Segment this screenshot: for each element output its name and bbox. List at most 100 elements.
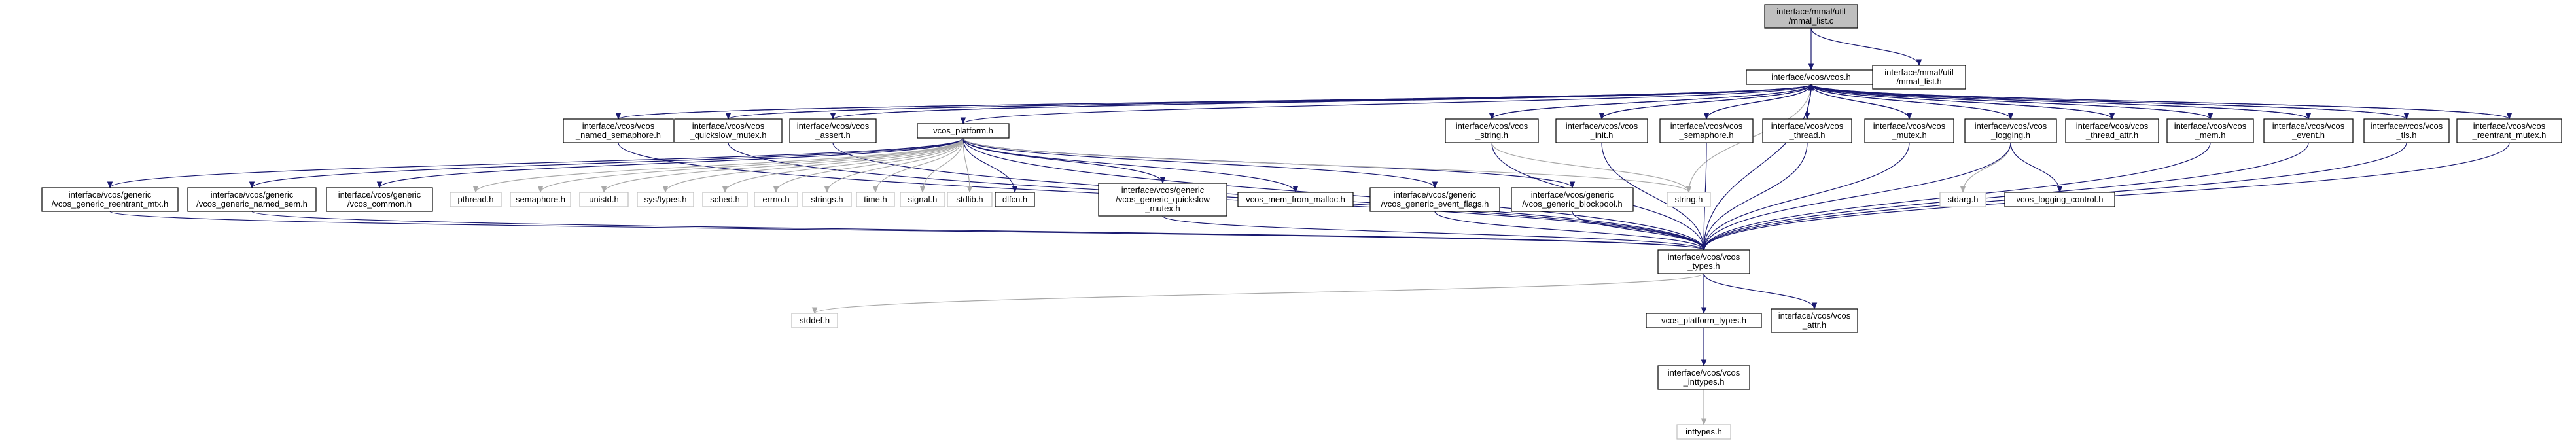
edge-vcos_h-to-types_h: [1701, 84, 1812, 251]
node-label: interface/vcos/vcos: [2174, 121, 2247, 131]
edge-logging_h-to-types_h: [1701, 142, 2011, 251]
node-label: /vcos_generic_reentrant_mtx.h: [52, 199, 168, 209]
node-label: /vcos_generic_blockpool.h: [1522, 199, 1622, 209]
edge-gen_blockpool-to-types_h: [1572, 211, 1707, 251]
node-named-sem[interactable]: interface/vcos/vcos_named_semaphore.h: [563, 118, 674, 143]
edge-platform_h-to-unistd_h: [601, 137, 964, 194]
node-mmal-list-h[interactable]: interface/mmal/util/mmal_list.h: [1872, 65, 1966, 90]
node-gen-named-sem[interactable]: interface/vcos/generic/vcos_generic_name…: [187, 187, 317, 212]
node-box: [2166, 118, 2254, 143]
node-label: signal.h: [908, 194, 938, 204]
node-unistd-h[interactable]: unistd.h: [579, 192, 629, 207]
edge-root-to-mmal_list_h: [1810, 27, 1922, 67]
node-root[interactable]: interface/mmal/util/mmal_list.c: [1764, 4, 1858, 29]
node-semaphore-vcos[interactable]: interface/vcos/vcos_semaphore.h: [1659, 118, 1754, 143]
node-string-h[interactable]: string.h: [1667, 192, 1711, 207]
node-errno-h[interactable]: errno.h: [754, 192, 798, 207]
node-box: [2263, 118, 2354, 143]
node-label: stddef.h: [800, 315, 830, 325]
node-box: [917, 123, 1010, 139]
edge-thread_h-to-types_h: [1701, 142, 1808, 251]
node-stddef-h[interactable]: stddef.h: [791, 313, 838, 328]
edge-platform_h-to-pthread_h: [472, 137, 964, 194]
node-dlfcn-h[interactable]: dlfcn.h: [995, 192, 1035, 207]
node-systypes-h[interactable]: sys/types.h: [637, 192, 694, 207]
node-gen-reentrant[interactable]: interface/vcos/generic/vcos_generic_reen…: [41, 187, 179, 212]
node-attr-h[interactable]: interface/vcos/vcos_attr.h: [1771, 308, 1858, 333]
node-box: [900, 192, 945, 207]
node-time-h[interactable]: time.h: [856, 192, 895, 207]
edge-init_h-to-types_h: [1601, 142, 1707, 251]
node-label: _string.h: [1475, 130, 1508, 140]
node-event-h[interactable]: interface/vcos/vcos_event.h: [2263, 118, 2354, 143]
node-label: interface/mmal/util: [1776, 7, 1846, 16]
node-gen-common[interactable]: interface/vcos/generic/vcos_common.h: [326, 187, 433, 212]
edge-reentrant_mutex-to-vcos_h: [1808, 83, 2510, 120]
node-label: _semaphore.h: [1678, 130, 1733, 140]
node-label: /mmal_list.h: [1896, 77, 1941, 86]
node-label: interface/vcos/vcos: [582, 121, 655, 131]
node-reentrant-mutex[interactable]: interface/vcos/vcos_reentrant_mutex.h: [2456, 118, 2562, 143]
node-mem-h[interactable]: interface/vcos/vcos_mem.h: [2166, 118, 2254, 143]
node-stdarg-h[interactable]: stdarg.h: [1939, 192, 1986, 207]
edge-types_h-to-stddef_h: [812, 273, 1704, 315]
node-label: _mutex.h: [1144, 204, 1180, 213]
edge-assert_h-to-vcos_h: [832, 83, 1814, 120]
node-gen-event-flags[interactable]: interface/vcos/generic/vcos_generic_even…: [1369, 187, 1500, 212]
edge-platform_h-to-gen_event_flags: [962, 137, 1438, 189]
edge-platform_h-to-sched_h: [722, 137, 964, 194]
node-logging-control[interactable]: vcos_logging_control.h: [2004, 192, 2115, 207]
node-label: interface/vcos/vcos: [692, 121, 765, 131]
node-signal-h[interactable]: signal.h: [900, 192, 945, 207]
node-box: [1964, 118, 2057, 143]
node-platform-h[interactable]: vcos_platform.h: [917, 123, 1010, 139]
node-mutex-h[interactable]: interface/vcos/vcos_mutex.h: [1864, 118, 1954, 143]
node-init-h[interactable]: interface/vcos/vcos_init.h: [1555, 118, 1648, 143]
node-label: _assert.h: [815, 130, 850, 140]
node-sched-h[interactable]: sched.h: [702, 192, 748, 207]
node-semaphore-h[interactable]: semaphore.h: [510, 192, 571, 207]
node-label: stdarg.h: [1948, 194, 1979, 204]
node-box: [1864, 118, 1954, 143]
node-inttypes-h[interactable]: inttypes.h: [1676, 424, 1731, 440]
node-box: [2065, 118, 2159, 143]
node-types-h[interactable]: interface/vcos/vcos_types.h: [1657, 249, 1750, 274]
node-label: interface/vcos/generic: [1394, 190, 1477, 200]
node-label: interface/vcos/generic: [338, 190, 421, 200]
node-label: time.h: [864, 194, 887, 204]
node-gen-qs-mutex[interactable]: interface/vcos/generic/vcos_generic_quic…: [1098, 183, 1227, 217]
node-box: [1676, 424, 1731, 440]
node-mem-malloc[interactable]: vcos_mem_from_malloc.h: [1237, 192, 1354, 207]
node-platform-types[interactable]: vcos_platform_types.h: [1646, 313, 1762, 328]
edge-named_sem-to-vcos_h: [618, 83, 1814, 120]
node-string-vcos[interactable]: interface/vcos/vcos_string.h: [1445, 118, 1539, 143]
node-thread-attr[interactable]: interface/vcos/vcos_thread_attr.h: [2065, 118, 2159, 143]
node-logging-h[interactable]: interface/vcos/vcos_logging.h: [1964, 118, 2057, 143]
edge-mutex_h-to-types_h: [1701, 142, 1910, 251]
node-label: interface/vcos/vcos: [2371, 121, 2443, 131]
node-stdlib-h[interactable]: stdlib.h: [947, 192, 993, 207]
node-label: interface/vcos/generic: [69, 190, 152, 200]
node-box: [856, 192, 895, 207]
node-assert-h[interactable]: interface/vcos/vcos_assert.h: [789, 118, 877, 143]
node-box: [2004, 192, 2115, 207]
node-vcos-h[interactable]: interface/vcos/vcos.h: [1746, 69, 1877, 85]
edge-platform_h-to-string_h: [962, 137, 1692, 194]
node-box: [1764, 4, 1858, 29]
node-label: _reentrant_mutex.h: [2472, 130, 2547, 140]
node-thread-h[interactable]: interface/vcos/vcos_thread.h: [1762, 118, 1852, 143]
node-inttypes-vcos[interactable]: interface/vcos/vcos_inttypes.h: [1657, 365, 1750, 390]
node-tls-h[interactable]: interface/vcos/vcos_tls.h: [2363, 118, 2450, 143]
node-pthread-h[interactable]: pthread.h: [450, 192, 502, 207]
node-box: [791, 313, 838, 328]
edge-platform_h-to-stdlib_h: [962, 137, 973, 194]
node-strings-h[interactable]: strings.h: [802, 192, 852, 207]
node-box: [1667, 192, 1711, 207]
node-gen-blockpool[interactable]: interface/vcos/generic/vcos_generic_bloc…: [1511, 187, 1634, 212]
node-box: [1939, 192, 1986, 207]
edges-layer: [107, 27, 2512, 426]
node-qs-mutex[interactable]: interface/vcos/vcos_quickslow_mutex.h: [674, 118, 783, 143]
node-label: _init.h: [1590, 130, 1614, 140]
node-label: vcos_logging_control.h: [2017, 194, 2104, 204]
